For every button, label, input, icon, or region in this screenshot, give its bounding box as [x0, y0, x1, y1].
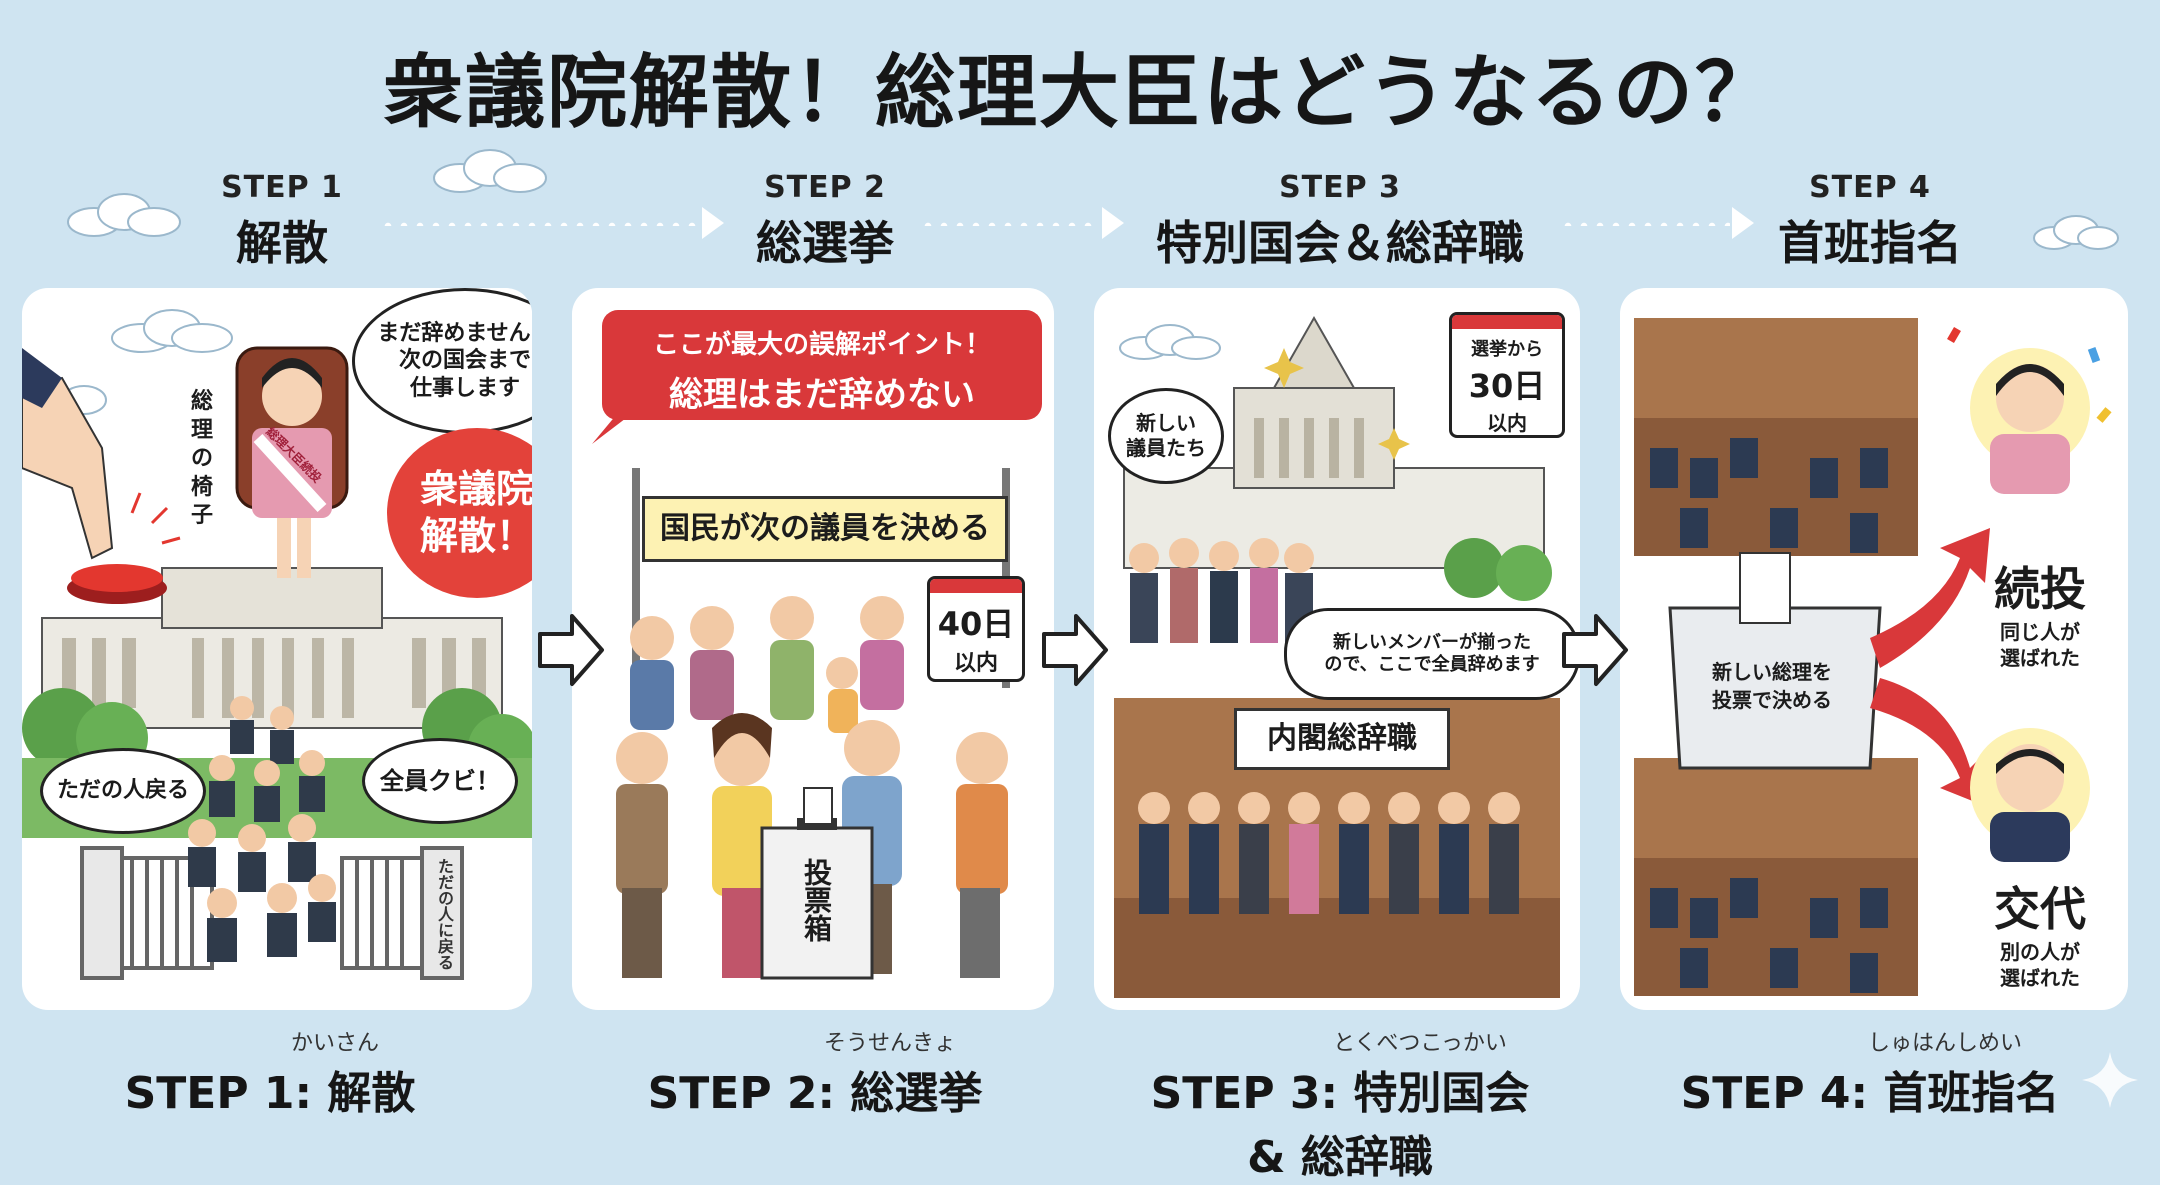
callout-line1: ここが最大の誤解ポイント！ [652, 330, 991, 360]
callout-line2: 総理はまだ辞めない [669, 375, 975, 415]
panel-dissolution: 総理 の椅子 総理大臣続投 まだ辞めません！ 次の国会まで 仕事します 衆議院 … [22, 288, 532, 1010]
ruby-text: そうせんきょ [823, 1031, 956, 1056]
panel-general-election: ここが最大の誤解ポイント！ 総理はまだ辞めない 国民が次の議員を決める 40日 … [572, 288, 1054, 1010]
step-label: 特別国会＆総辞職 [1156, 216, 1524, 270]
speech-bubble-new-members: 新しい 議員たち [1108, 388, 1224, 484]
ruby-text: とくべつこっかい [1333, 1031, 1507, 1056]
result-title: 交代 [1994, 882, 2086, 936]
speech-bubble-resign: 新しいメンバーが揃った ので、ここで全員辞めます [1284, 608, 1580, 700]
calendar-30-days: 選挙から 30日 以内 [1449, 312, 1565, 438]
page-title: 衆議院解散！総理大臣はどうなるの？ [383, 46, 1777, 139]
calendar-sub: 以内 [1487, 411, 1527, 435]
bottom-step-text: STEP 4: 首班指名 [1680, 1068, 2060, 1119]
cloud-icon [67, 193, 181, 237]
calendar-value: 40日 [937, 605, 1015, 643]
right-arrow-icon [1042, 614, 1108, 686]
misconception-callout: ここが最大の誤解ポイント！ 総理はまだ辞めない [602, 310, 1042, 420]
ruby-text: しゅはんしめい [1867, 1031, 2022, 1056]
bottom-step-text: STEP 3: 特別国会 [1150, 1068, 1530, 1119]
step-number: STEP 4 [1809, 170, 1931, 205]
calendar-sub: 以内 [953, 651, 998, 676]
bottom-step-text-2: & 総辞職 [1247, 1132, 1433, 1183]
calendar-40-days: 40日 以内 [927, 576, 1025, 682]
step-2-header: STEP 2 総選挙 [615, 170, 1035, 273]
step-label: 解散 [236, 216, 328, 270]
bottom-step-text: STEP 1: 解散 [124, 1068, 416, 1119]
speech-bubble-fired: 全員クビ！ [362, 738, 518, 824]
result-continue: 続投 同じ人が 選ばれた [1980, 553, 2100, 671]
chair-label: 総理 の椅子 [190, 389, 213, 529]
banner: 国民が次の議員を決める [642, 496, 1008, 562]
bottom-step-text: STEP 2: 総選挙 [647, 1068, 983, 1119]
dissolution-burst: 衆議院 解散！ [387, 428, 532, 598]
ruby-text: かいさん [290, 1031, 379, 1056]
calendar-value: 30日 [1468, 367, 1546, 405]
dotted-arrow [920, 222, 1100, 226]
calendar-top: 選挙から [1471, 339, 1543, 360]
speech-bubble-not-resign: まだ辞めません！ 次の国会まで 仕事します [352, 288, 532, 434]
arrow-head-icon [1732, 207, 1754, 239]
result-change: 交代 別の人が 選ばれた [1980, 873, 2100, 991]
bottom-step-2: そうせんきょ STEP 2: 総選挙 [640, 1025, 990, 1121]
step-4-header: STEP 4 首班指名 [1660, 170, 2080, 273]
panel-special-session: 新しい 議員たち 選挙から 30日 以内 新しいメンバーが揃った ので、ここで全… [1094, 288, 1580, 1010]
nomination-illustration [1634, 318, 2112, 996]
result-sub: 同じ人が 選ばれた [2000, 620, 2080, 670]
step-number: STEP 3 [1279, 170, 1401, 205]
cloud-icon [2033, 215, 2119, 250]
step-number: STEP 2 [764, 170, 886, 205]
bottom-step-4: しゅはんしめい STEP 4: 首班指名 [1680, 1025, 2060, 1121]
sparkle-icon [2082, 1052, 2138, 1108]
speech-bubble-ordinary: ただの人戻る [40, 748, 206, 834]
right-arrow-icon [1562, 614, 1628, 686]
cloud-icon [433, 149, 547, 193]
dotted-arrow [380, 222, 700, 226]
step-number: STEP 1 [221, 170, 343, 205]
ballot-box-label: 投票箱 [800, 858, 833, 942]
cabinet-resignation-sign: 内閣総辞職 [1234, 708, 1450, 770]
step-3-header: STEP 3 特別国会＆総辞職 [1130, 170, 1550, 273]
step-label: 総選挙 [756, 216, 894, 270]
arrow-head-icon [1102, 207, 1124, 239]
result-sub: 別の人が 選ばれた [2000, 940, 2080, 990]
bottom-step-3: とくべつこっかい STEP 3: 特別国会 & 総辞職 [1140, 1025, 1540, 1185]
ballot-box-text: 新しい総理を 投票で決める [1712, 660, 1832, 712]
gate-sign: ただの人に戻る [435, 858, 454, 970]
result-title: 続投 [1994, 562, 2086, 616]
callout-tail-icon [592, 408, 634, 444]
dotted-arrow [1560, 222, 1730, 226]
right-arrow-icon [538, 614, 604, 686]
panel-pm-nomination: 新しい総理を 投票で決める 続投 同じ人が 選ばれた 交代 別の人が 選ばれた [1620, 288, 2128, 1010]
arrow-head-icon [702, 207, 724, 239]
step-1-header: STEP 1 解散 [72, 170, 492, 273]
step-label: 首班指名 [1778, 216, 1962, 270]
bottom-step-1: かいさん STEP 1: 解散 [120, 1025, 420, 1121]
